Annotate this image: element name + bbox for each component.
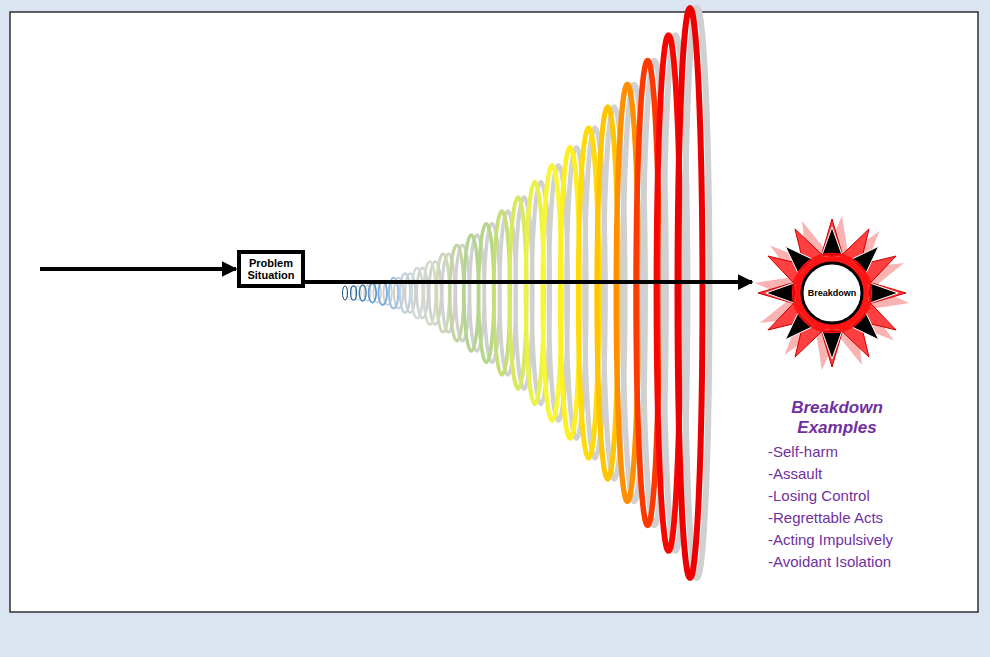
ring (464, 235, 479, 351)
list-item: -Regrettable Acts (768, 507, 932, 529)
node-label: Problem Situation (243, 257, 299, 281)
flow-arrow (305, 280, 752, 284)
ring (359, 285, 366, 301)
panel (10, 12, 978, 612)
list-item: -Self-harm (768, 441, 932, 463)
ring (479, 224, 494, 363)
ring (437, 254, 450, 332)
examples-list: Breakdown Examples-Self-harm-Assault-Los… (752, 398, 932, 573)
list-item: -Acting Impulsively (768, 529, 932, 551)
ring (400, 273, 410, 312)
ring (412, 268, 423, 318)
ring (351, 286, 357, 300)
ring (369, 283, 377, 302)
ring (678, 8, 703, 578)
process-box: Problem Situation (237, 250, 305, 288)
node-label: Breakdown (752, 288, 912, 298)
list-item: -Avoidant Isolation (768, 551, 932, 573)
ring (424, 261, 436, 324)
list-item: -Losing Control (768, 485, 932, 507)
ring (343, 286, 348, 300)
list-heading: Breakdown Examples (772, 398, 902, 439)
list-item: -Assault (768, 463, 932, 485)
ripple-rings (343, 8, 710, 578)
input-arrow (40, 267, 236, 271)
ring (450, 245, 464, 341)
breakdown-burst: Breakdown (752, 213, 912, 373)
ring (378, 281, 386, 305)
